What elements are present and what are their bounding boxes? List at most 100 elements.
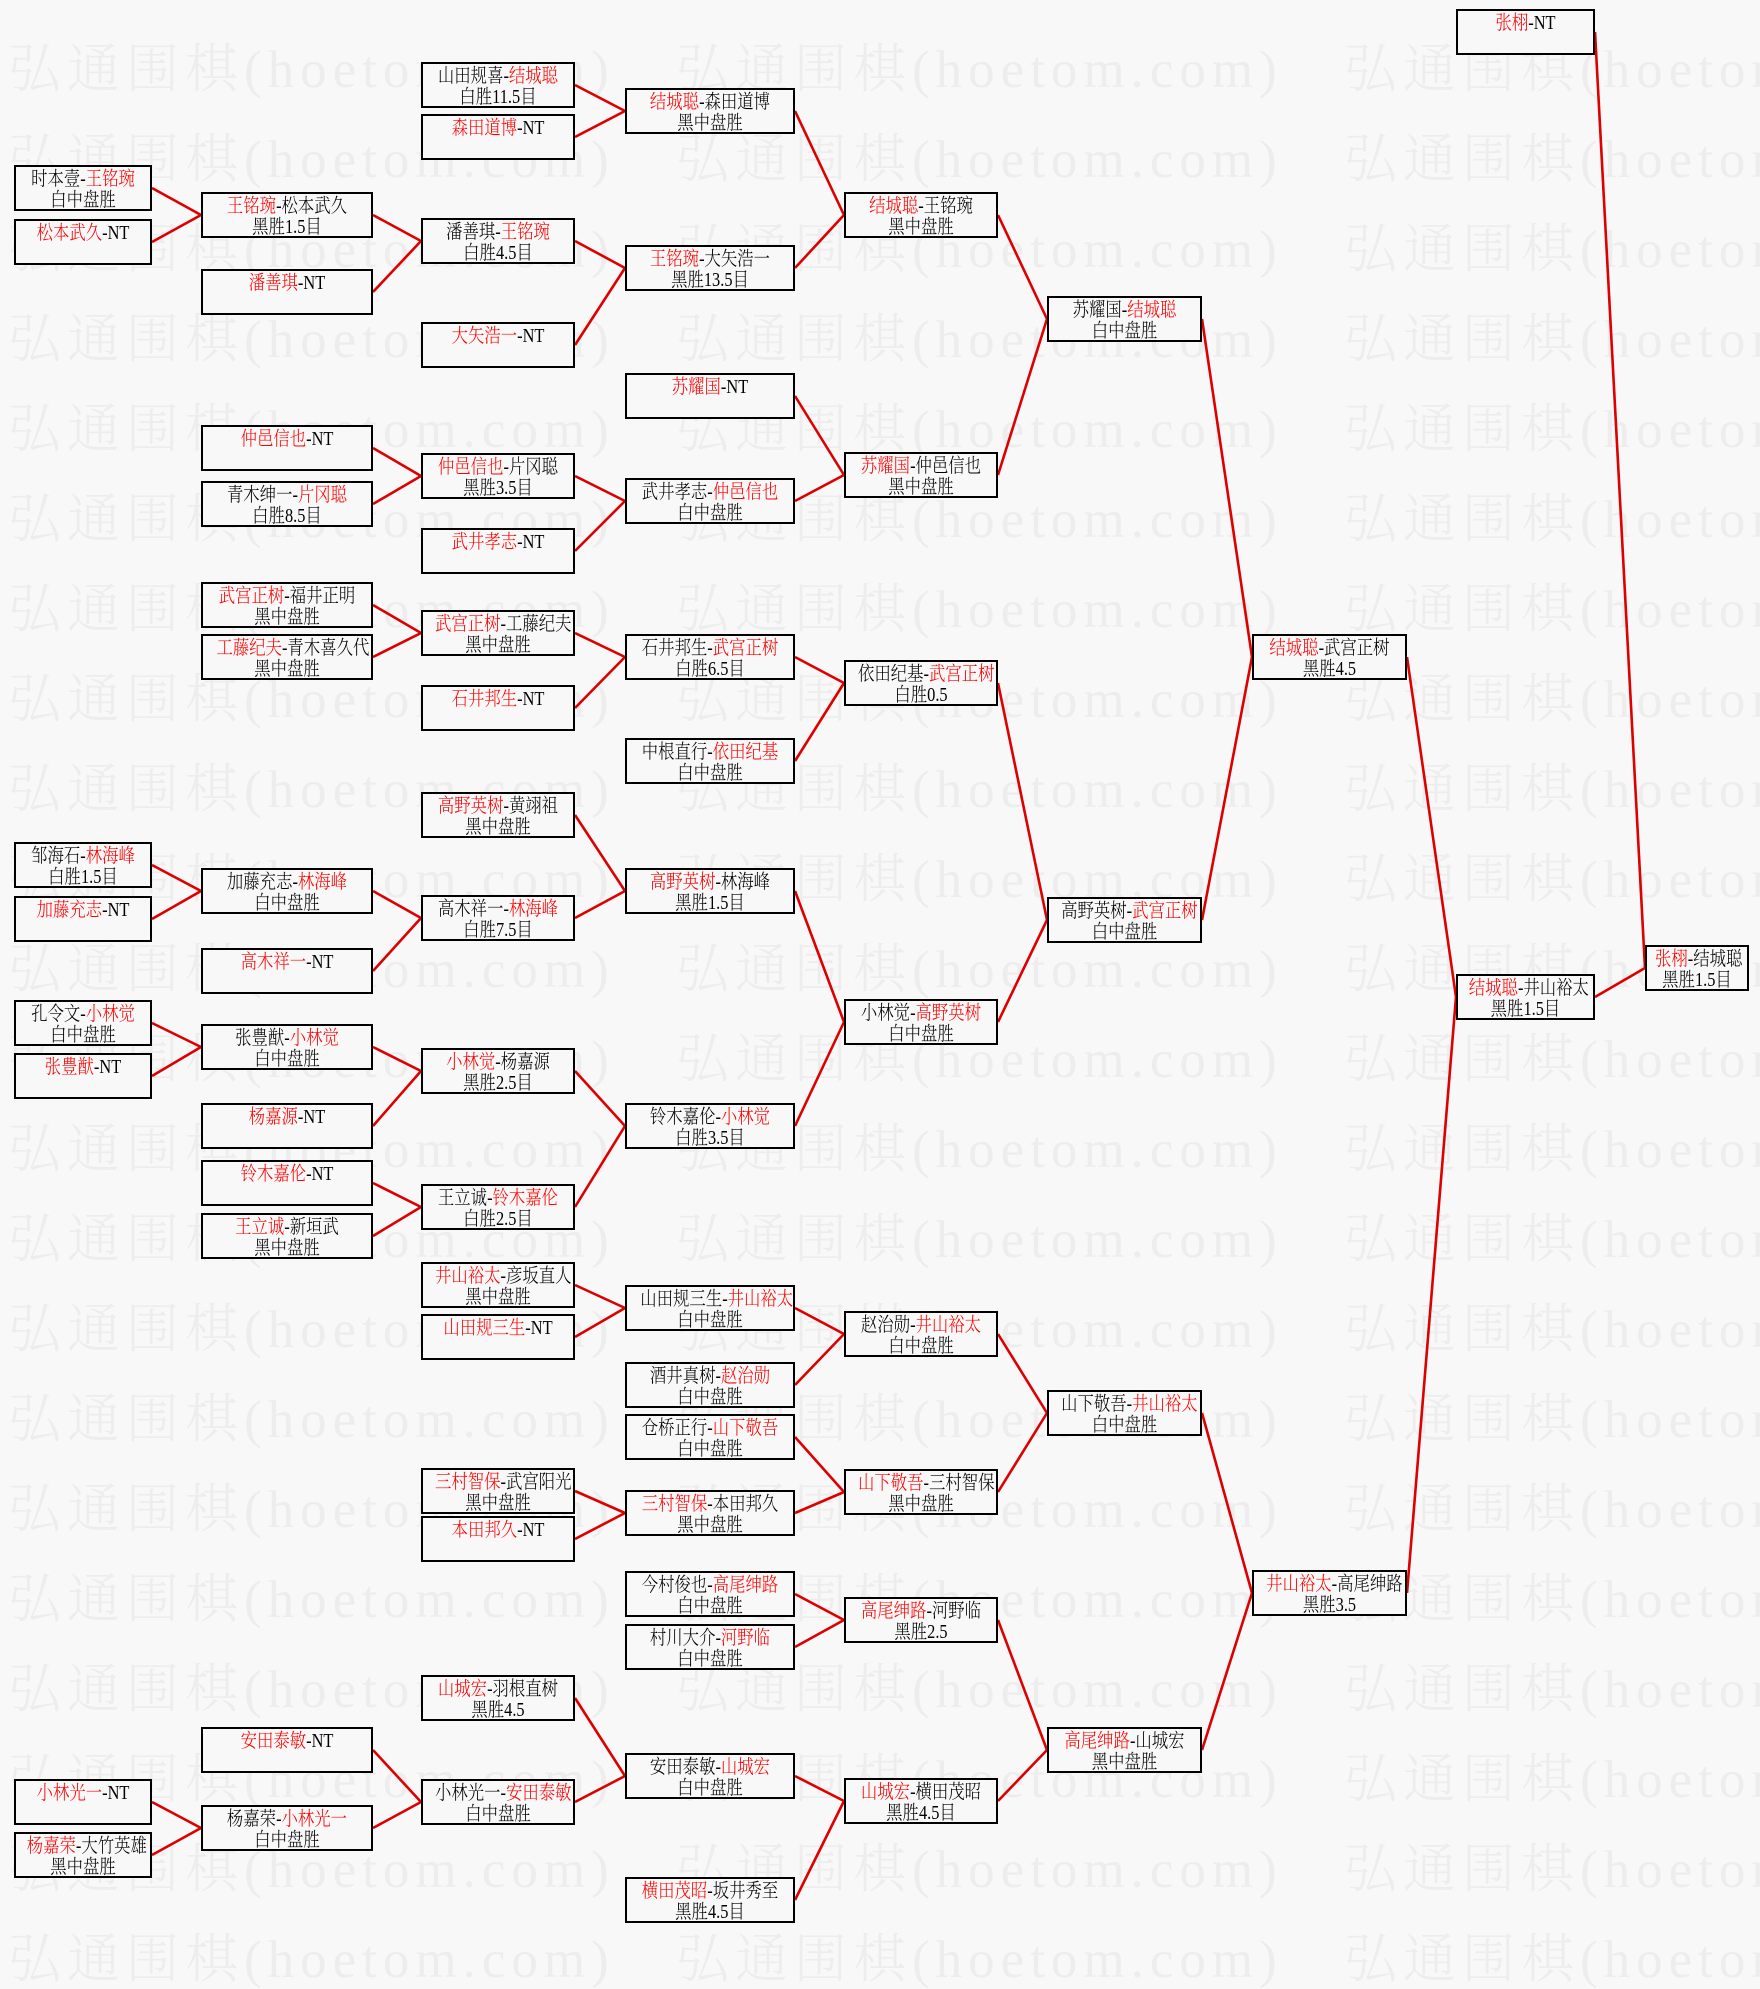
match-result: 黑胜1.5目 xyxy=(675,893,745,914)
watermark-text: 弘通围棋(hoetom.com) xyxy=(676,1661,1283,1719)
players-separator: - xyxy=(910,1782,916,1803)
bracket-connector-line xyxy=(574,631,626,659)
player1-name: 加藤充志 xyxy=(36,900,103,921)
match-players-line: 三村智保-本田邦久 xyxy=(640,1494,779,1515)
match-players-line: 王铭琬-松本武久 xyxy=(216,196,357,217)
bracket-connector-line xyxy=(996,919,1049,1023)
players-separator: - xyxy=(487,1188,493,1209)
watermark-text: 弘通围棋(hoetom.com) xyxy=(676,41,1283,99)
players-separator: - xyxy=(503,457,509,478)
players-separator: - xyxy=(715,1107,721,1128)
match-players-line: 山田规喜-结城聪 xyxy=(435,66,561,87)
match-result: 白中盘胜 xyxy=(888,1024,954,1045)
match-result: 黑中盘胜 xyxy=(888,217,954,238)
players-separator: - xyxy=(910,1315,916,1336)
watermark-text: 弘通围棋(hoetom.com) xyxy=(1344,221,1760,279)
match-box-f1: 苏耀国-结城聪白中盘胜 xyxy=(1047,296,1202,342)
match-box-a1: 时本壹-王铭琬白中盘胜 xyxy=(14,165,152,211)
match-result: 黑胜4.5 xyxy=(471,1700,525,1721)
player1-name: 王铭琬 xyxy=(226,196,277,217)
players-separator: - xyxy=(926,1601,932,1622)
match-players-line: 苏耀国-仲邑信也 xyxy=(858,456,984,477)
players-separator: - xyxy=(707,1575,713,1596)
match-result: 黑胜1.5目 xyxy=(1662,970,1732,991)
match-result: 白中盘胜 xyxy=(465,1804,531,1825)
player1-name: 高尾绅路 xyxy=(1064,1731,1130,1752)
match-result xyxy=(216,1128,357,1149)
match-result: 白中盘胜 xyxy=(677,1778,743,1799)
match-result: 白中盘胜 xyxy=(677,1439,743,1460)
bracket-connector-line xyxy=(996,1333,1049,1414)
player1-name: 井山裕太 xyxy=(435,1266,501,1287)
players-separator: - xyxy=(707,1494,713,1515)
players-separator: - xyxy=(80,846,86,867)
match-box-c6: 武井孝志-NT xyxy=(421,528,575,574)
player2-name: NT xyxy=(522,1520,545,1541)
player1-name: 时本壹 xyxy=(31,169,81,190)
player1-name: 结城聪 xyxy=(869,196,919,217)
bracket-connector-line xyxy=(574,1283,626,1310)
player1-name: 王立诚 xyxy=(235,1217,285,1238)
player1-name: 仲邑信也 xyxy=(437,457,504,478)
match-players-line: 安田泰敏-NT xyxy=(216,1731,357,1752)
watermark-text: 弘通围棋(hoetom.com) xyxy=(1344,1121,1760,1179)
match-players-line: 小林光一-安田泰敏 xyxy=(435,1783,572,1804)
bracket-connector-line xyxy=(1200,318,1254,658)
match-result: 黑胜13.5目 xyxy=(671,270,749,291)
player1-name: 安田泰敏 xyxy=(649,1757,716,1778)
match-result: 黑中盘胜 xyxy=(465,817,531,838)
match-box-h0: 张栩-NT xyxy=(1456,9,1595,55)
match-box-c15: 三村智保-武宫阳光黑中盘胜 xyxy=(421,1468,575,1514)
match-players-line: 小林觉-高野英树 xyxy=(858,1003,984,1024)
match-box-b13: 安田泰敏-NT xyxy=(201,1727,373,1773)
match-result xyxy=(435,553,561,574)
player1-name: 松本武久 xyxy=(36,223,103,244)
match-box-c12: 王立诚-铃木嘉伦白胜2.5目 xyxy=(421,1184,575,1230)
player2-name: 高野英树 xyxy=(915,1003,982,1024)
match-result: 白胜6.5目 xyxy=(675,659,745,680)
players-separator: - xyxy=(1121,300,1128,321)
player2-name: 福井正明 xyxy=(289,586,356,607)
watermark-text: 弘通围棋(hoetom.com) xyxy=(8,1391,615,1449)
bracket-connector-line xyxy=(372,1749,422,1803)
watermark-text: 弘通围棋(hoetom.com) xyxy=(1344,401,1760,459)
bracket-connector-line xyxy=(573,814,627,892)
player1-name: 仓桥正行 xyxy=(641,1418,708,1439)
match-players-line: 王立诚-铃木嘉伦 xyxy=(435,1188,561,1209)
player2-name: 大竹英雄 xyxy=(81,1836,147,1857)
match-players-line: 杨嘉荣-大竹英雄 xyxy=(26,1836,147,1857)
player1-name: 小林光一 xyxy=(435,1783,501,1804)
players-separator: - xyxy=(503,899,509,920)
bracket-connector-line xyxy=(794,1306,845,1336)
player2-name: 王铭琬 xyxy=(85,169,135,190)
player1-name: 王铭琬 xyxy=(649,249,700,270)
bracket-connector-line xyxy=(996,1619,1049,1751)
players-separator: - xyxy=(495,222,501,243)
player1-name: 杨嘉荣 xyxy=(26,1836,76,1857)
match-box-e5: 赵治勋-井山裕太白中盘胜 xyxy=(844,1311,998,1357)
match-result: 白中盘胜 xyxy=(677,1310,743,1331)
players-separator: - xyxy=(918,196,924,217)
watermark-text: 弘通围棋(hoetom.com) xyxy=(1344,311,1760,369)
player1-name: 山城宏 xyxy=(860,1782,911,1803)
match-result xyxy=(435,347,561,368)
match-box-b1: 王铭琬-松本武久黑胜1.5目 xyxy=(201,192,373,238)
bracket-connector-line xyxy=(151,1800,202,1830)
players-separator: - xyxy=(715,1757,721,1778)
player2-name: 片冈聪 xyxy=(508,457,559,478)
match-players-line: 时本壹-王铭琬 xyxy=(27,169,140,190)
player2-name: 本田邦久 xyxy=(712,1494,779,1515)
bracket-connector-line xyxy=(574,656,626,709)
bracket-connector-line xyxy=(151,1021,202,1049)
player1-name: 山下敬吾 xyxy=(858,1473,924,1494)
player1-name: 安田泰敏 xyxy=(240,1731,307,1752)
match-box-c8: 石井邦生-NT xyxy=(421,685,575,731)
watermark-text: 弘通围棋(hoetom.com) xyxy=(1344,761,1760,819)
players-separator: - xyxy=(525,1318,531,1339)
players-separator: - xyxy=(707,1418,713,1439)
bracket-connector-line xyxy=(573,267,627,346)
match-players-line: 结城聪-王铭琬 xyxy=(858,196,984,217)
match-players-line: 山下敬吾-井山裕太 xyxy=(1061,1394,1198,1415)
match-box-b12: 王立诚-新垣武黑中盘胜 xyxy=(201,1213,373,1259)
